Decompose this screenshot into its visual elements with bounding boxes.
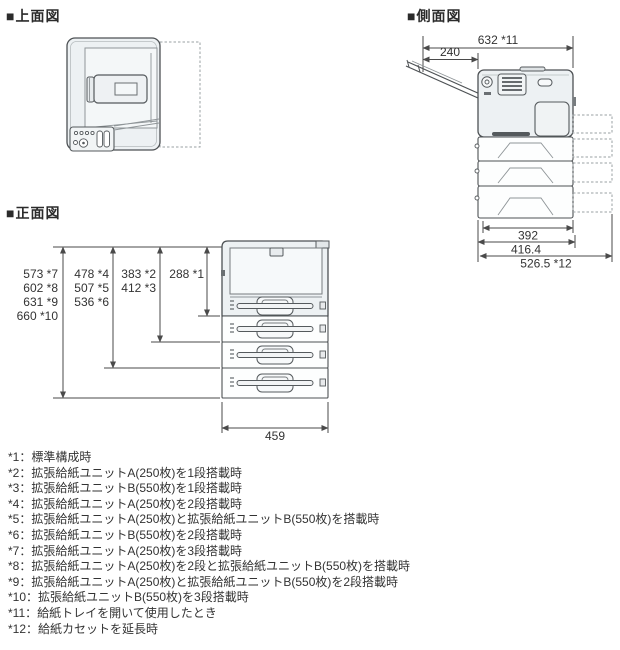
paper-cassette-rows: [221, 296, 329, 399]
cassette-handle: [230, 319, 326, 339]
right-nub: [573, 97, 576, 106]
side-knob-icon: [481, 76, 493, 88]
toner-cartridge-top: [86, 74, 148, 104]
front-edge-lines: [113, 118, 160, 131]
panel-button-icon: [84, 130, 90, 136]
footnote-item: *11：給紙トレイを開いて使用したとき: [8, 605, 217, 620]
footnote-item: *4：拡張給紙ユニットA(250枚)を2段搭載時: [8, 496, 243, 511]
top-right-tab: [315, 240, 330, 249]
svg-text:536 *6: 536 *6: [74, 295, 109, 309]
cassette-handle: [230, 296, 326, 316]
cassette-handle-dark: [492, 132, 530, 136]
dim-label-416: 416.4: [511, 243, 541, 257]
dimension-526: 526.5 *12: [479, 214, 613, 271]
svg-text:383 *2: 383 *2: [121, 267, 156, 281]
height-labels-col4: 288 *1: [169, 267, 204, 281]
panel-button-icon: [79, 130, 84, 136]
paper-stopper-tab: [269, 247, 284, 257]
side-button: [537, 78, 553, 87]
top-view-diagram: [66, 37, 201, 152]
top-handle: [519, 66, 546, 72]
dim-label-526: 526.5 *12: [520, 257, 572, 271]
footnote-item: *1：標準構成時: [8, 450, 92, 464]
footnote-item: *3：拡張給紙ユニットB(550枚)を1段搭載時: [8, 481, 243, 496]
svg-text:660 *10: 660 *10: [17, 309, 59, 323]
side-view-diagram: 632 *11 240: [405, 33, 613, 271]
dim-label-632: 632 *11: [478, 33, 519, 47]
open-paper-tray-side: [405, 59, 481, 99]
left-latch: [221, 270, 225, 276]
svg-text:573 *7: 573 *7: [23, 267, 58, 281]
vent-grille-icon: [497, 73, 527, 96]
height-labels-col2: 478 *4 507 *5 536 *6: [74, 267, 109, 309]
footnote-item: *6：拡張給紙ユニットB(550枚)を2段搭載時: [8, 527, 243, 542]
front-view-title: ■正面図: [6, 205, 61, 221]
feeder-units-side: [474, 136, 574, 219]
svg-text:631 *9: 631 *9: [23, 295, 58, 309]
printer-body-side: [477, 66, 576, 138]
height-labels-col1: 573 *7 602 *8 631 *9 660 *10: [17, 267, 59, 323]
footnote-item: *2：拡張給紙ユニットA(250枚)を1段搭載時: [8, 465, 243, 480]
svg-text:288 *1: 288 *1: [169, 267, 204, 281]
footnote-item: *5：拡張給紙ユニットA(250枚)と拡張給紙ユニットB(550枚)を搭載時: [8, 512, 380, 527]
height-dimensions: 573 *7 602 *8 631 *9 660 *10 478 *4 507 …: [17, 246, 222, 399]
side-access-panel: [534, 101, 570, 137]
top-view-title: ■上面図: [6, 8, 61, 24]
svg-text:478 *4: 478 *4: [74, 267, 109, 281]
front-view-diagram: 573 *7 602 *8 631 *9 660 *10 478 *4 507 …: [17, 240, 330, 443]
footnote-item: *10：拡張給紙ユニットB(550枚)を3段搭載時: [8, 590, 249, 605]
panel-button-icon: [73, 130, 79, 136]
dimension-459: 459: [221, 402, 329, 443]
dimension-392: 392: [482, 220, 574, 243]
side-view-title: ■側面図: [407, 8, 462, 24]
dimension-632: 632 *11: [422, 33, 574, 72]
printer-body-front: [221, 240, 330, 317]
svg-text:507 *5: 507 *5: [74, 281, 109, 295]
side-label: [484, 92, 491, 95]
extended-cassettes-dashed: [572, 114, 613, 213]
height-labels-col3: 383 *2 412 *3: [121, 267, 156, 295]
panel-button-icon: [73, 140, 78, 145]
dim-label-392: 392: [518, 229, 538, 243]
control-panel-top: [69, 126, 115, 152]
footnotes-list: *1：標準構成時 *2：拡張給紙ユニットA(250枚)を1段搭載時 *3：拡張給…: [8, 450, 613, 637]
svg-text:602 *8: 602 *8: [23, 281, 58, 295]
panel-button-icon: [90, 130, 95, 136]
footnote-item: *7：拡張給紙ユニットA(250枚)を3段搭載時: [8, 543, 243, 558]
cassette-handle: [230, 345, 326, 365]
dim-label-240: 240: [440, 45, 460, 59]
panel-dial-dot: [82, 141, 85, 145]
footnote-item: *12：給紙カセットを延長時: [8, 621, 159, 636]
footnote-item: *9：拡張給紙ユニットA(250枚)と拡張給紙ユニットB(550枚)を2段搭載時: [8, 574, 399, 589]
open-tray-outline-dashed: [159, 41, 201, 148]
svg-text:412 *3: 412 *3: [121, 281, 156, 295]
footnote-item: *8：拡張給紙ユニットA(250枚)を2段と拡張給紙ユニットB(550枚)を搭載…: [8, 559, 411, 574]
cassette-handle: [230, 373, 326, 393]
dim-label-459: 459: [265, 429, 285, 443]
dimension-240: 240: [422, 45, 479, 69]
